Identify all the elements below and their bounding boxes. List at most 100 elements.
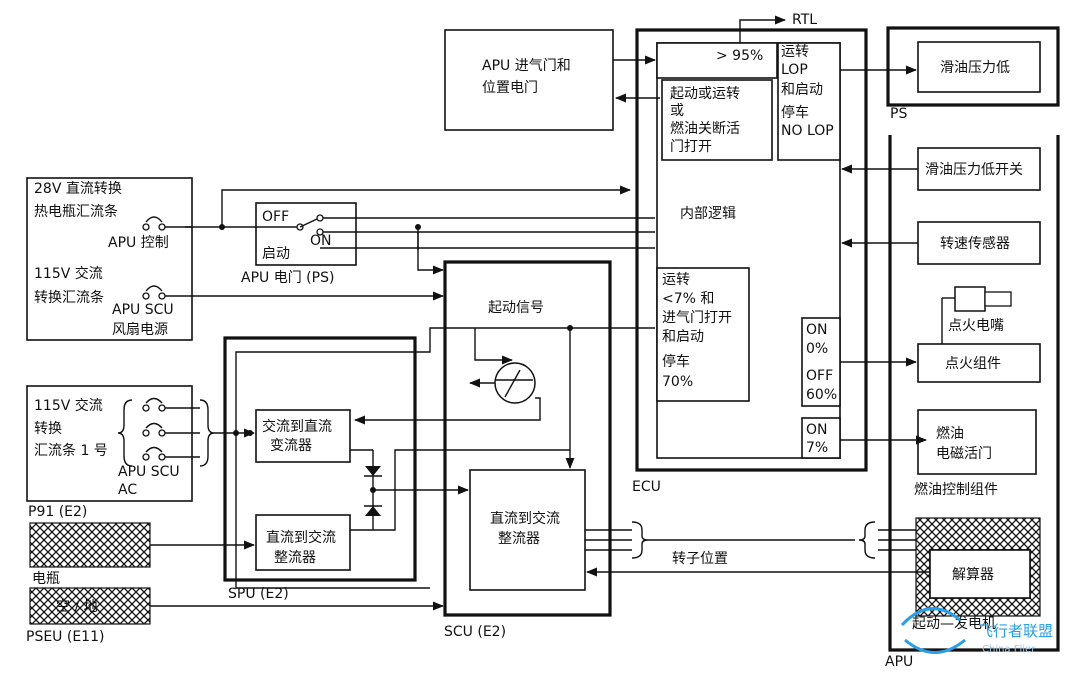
svg-text:或: 或 [670,103,684,119]
resolver-label: 解算器 [952,567,994,583]
run-lop-box [777,42,841,161]
ecu-frame [635,28,868,472]
apu-label: APU [885,654,913,670]
start-or-run-label: 起动或运转 或 燃油关断活 门打开 [670,86,740,155]
fuel-control-label: 燃油控制组件 [914,481,998,498]
oil-pressure-switch-box [917,147,1041,191]
svg-text:热电瓶汇流条: 热电瓶汇流条 [34,203,118,220]
svg-text:整流器: 整流器 [274,550,316,566]
ac-dc-label: 交流到直流 变流器 [262,418,332,454]
svg-text:和启动: 和启动 [662,329,704,345]
svg-text:电磁活门: 电磁活门 [936,446,992,462]
svg-text:风扇电源: 风扇电源 [112,322,168,338]
on0-label: ON 0% [806,322,828,357]
svg-text:位置电门: 位置电门 [482,80,538,96]
svg-text:70%: 70% [662,374,693,390]
oil-pressure-low-box [917,41,1041,93]
starter-gen-label: 起动—发电机 [912,616,996,632]
dc28-bus-box [26,177,193,341]
run-cond-box [656,267,750,402]
svg-text:直流到交流: 直流到交流 [266,529,336,546]
start-signal-switch [494,362,536,404]
run-lop-label: 运转 LOP 和启动 [781,44,823,98]
internal-logic-label: 内部逻辑 [680,206,736,222]
svg-text:飞行者联盟: 飞行者联盟 [978,622,1053,640]
fuel-control-frame [917,409,1037,475]
svg-text:APU SCU: APU SCU [118,464,180,480]
battery-label: 电瓶 [32,571,60,587]
speed-sensor-box [917,221,1041,265]
svg-text:汇流条 1 号: 汇流条 1 号 [34,442,108,459]
dc-ac-rect2-label: 直流到交流 整流器 [490,510,560,547]
svg-text:燃油关断活: 燃油关断活 [670,120,740,137]
off-label: OFF [262,209,289,225]
start-label: 启动 [262,246,290,262]
ac-dc-box [255,409,351,463]
oil-pressure-switch-label: 滑油压力低开关 [925,161,1023,178]
on0-off60-box [801,317,841,407]
apu-frame [888,135,1060,652]
on-label: ON [310,233,332,249]
ac115-bus-label: 115V 交流 转换汇流条 [34,265,104,306]
svg-text:和启动: 和启动 [781,82,823,98]
start-or-run-box [661,79,773,161]
svg-text:AC: AC [118,482,137,498]
start-signal-label: 起动信号 [488,300,544,316]
air-ground-label: 空 / 地 [56,599,98,615]
svg-text:整流器: 整流器 [498,531,540,547]
ps-frame [886,26,1060,107]
svg-text:停车: 停车 [662,353,690,370]
svg-text:起动或运转: 起动或运转 [670,86,740,102]
svg-text:China Flier: China Flier [982,644,1036,655]
svg-text:直流到交流: 直流到交流 [490,510,560,527]
igniter-plug-label: 点火电嘴 [948,318,1004,334]
stop-nolop-label: 停车 NO LOP [781,104,834,139]
svg-text:115V 交流: 115V 交流 [34,397,103,414]
svg-text:NO LOP: NO LOP [781,123,834,139]
svg-text:运转: 运转 [781,44,809,60]
apu-inlet-door-box [444,29,614,131]
oil-pressure-low-label: 滑油压力低 [940,59,1010,76]
ignition-unit-label: 点火组件 [945,356,1001,372]
apu-scu-fan-label: APU SCU 风扇电源 [112,302,174,338]
apu-switch-contacts [296,214,324,236]
svg-text:28V 直流转换: 28V 直流转换 [34,180,122,197]
svg-text:<7% 和: <7% 和 [662,291,714,307]
svg-text:APU SCU: APU SCU [112,302,174,318]
ac115-bus1-box [26,385,193,502]
svg-text:变流器: 变流器 [270,438,312,454]
gt95-label: > 95% [716,48,763,64]
fuel-valve-label: 燃油 电磁活门 [936,425,992,462]
apu-switch-box [255,202,357,266]
svg-text:停车: 停车 [781,104,809,121]
apu-switch-ps-label: APU 电门 (PS) [241,270,334,286]
dc-ac-rect-label: 直流到交流 整流器 [266,529,336,566]
svg-text:115V 交流: 115V 交流 [34,265,103,282]
air-ground-source [29,587,151,625]
on7-label: ON 7% [806,422,828,456]
svg-text:ON: ON [806,422,828,438]
igniter-plug-icon [954,286,986,312]
rtl-label: RTL [792,12,817,28]
watermark-logo: 飞行者联盟 China Flier [900,607,1053,655]
run-cond-label: 运转 <7% 和 进气门打开 和启动 [662,272,732,345]
svg-text:60%: 60% [806,387,837,403]
svg-text:交流到直流: 交流到直流 [262,418,332,435]
svg-text:LOP: LOP [781,62,808,78]
ac-bus1-switches [117,397,215,467]
svg-text:7%: 7% [806,440,828,456]
off60-label: OFF 60% [806,368,837,403]
on7-box [801,417,841,459]
scu-frame [443,260,612,617]
svg-text:ON: ON [806,322,828,338]
spu-frame [223,336,417,582]
stop70-label: 停车 70% [662,353,693,390]
svg-text:燃油: 燃油 [936,425,964,442]
svg-text:进气门打开: 进气门打开 [662,309,732,326]
battery-source [29,522,151,568]
dc-ac-box-small [255,514,351,571]
ignition-unit-box [917,343,1041,383]
rotor-position-label: 转子位置 [672,551,728,567]
dc-ac-box-large [469,469,586,591]
